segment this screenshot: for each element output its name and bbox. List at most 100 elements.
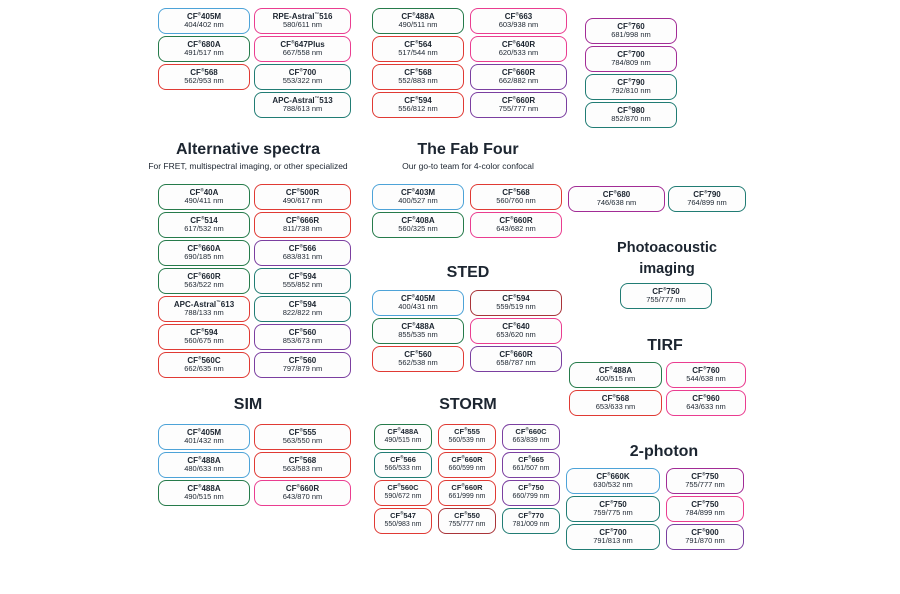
dye-value: 580/611 nm bbox=[282, 20, 323, 30]
dye-name: CF®660C bbox=[515, 426, 547, 437]
section-title-alternative-spectra: Alternative spectra bbox=[175, 141, 321, 158]
dye-name: RPE-Astral™516 bbox=[272, 11, 333, 21]
dye-name: CF®660R bbox=[285, 483, 320, 493]
dye-name: CF®980 bbox=[617, 105, 645, 115]
dye-value: 491/517 nm bbox=[184, 48, 224, 58]
dye-value: 792/810 nm bbox=[611, 86, 651, 96]
dye-name: CF®408A bbox=[401, 215, 435, 225]
dye-value: 661/999 nm bbox=[448, 493, 486, 501]
dye-name: CF®566 bbox=[390, 454, 416, 465]
section-subtitle-alternative-spectra: For FRET, multispectral imaging, or othe… bbox=[148, 161, 348, 171]
dye-value: 662/882 nm bbox=[498, 76, 539, 86]
dye-name: CF®790 bbox=[617, 77, 645, 87]
dye-value: 852/870 nm bbox=[611, 114, 651, 124]
section-header-storm: STORM bbox=[368, 396, 568, 414]
section-header-sted: STED bbox=[368, 264, 568, 282]
dye-value: 630/532 nm bbox=[593, 480, 633, 490]
dye-name: CF®700 bbox=[288, 67, 317, 77]
dye-value: 517/544 nm bbox=[398, 48, 438, 58]
section-title-tirf: TIRF bbox=[647, 337, 683, 354]
dye-name: CF®700 bbox=[599, 527, 627, 537]
dye-value: 681/998 nm bbox=[611, 30, 651, 40]
dye-value: 746/638 nm bbox=[596, 198, 637, 208]
dye-name: CF®660R bbox=[499, 349, 533, 359]
section-title-fab-four: The Fab Four bbox=[417, 141, 519, 158]
dye-name: CF®680A bbox=[187, 39, 221, 49]
dye-name: CF®960 bbox=[692, 393, 720, 403]
dye-name: APC-Astral™513 bbox=[272, 95, 333, 105]
dye-value: 555/852 nm bbox=[282, 280, 323, 290]
dye-name: CF®700 bbox=[617, 49, 645, 59]
dye-value: 563/550 nm bbox=[282, 436, 323, 446]
dye-value: 764/899 nm bbox=[687, 198, 727, 208]
dye-name: CF®40A bbox=[189, 187, 219, 197]
dye-name: CF®568 bbox=[502, 187, 530, 197]
dye-value: 643/870 nm bbox=[282, 492, 323, 502]
dye-value: 755/777 nm bbox=[448, 521, 486, 529]
dye-value: 690/185 nm bbox=[184, 252, 224, 262]
dye-name: CF®760 bbox=[617, 21, 645, 31]
dye-name: CF®488A bbox=[187, 483, 221, 493]
dye-value: 400/431 nm bbox=[398, 302, 438, 312]
dye-name: CF®564 bbox=[404, 39, 432, 49]
dye-name: CF®594 bbox=[288, 299, 317, 309]
dye-value: 661/507 nm bbox=[512, 465, 550, 473]
dye-value: 560/325 nm bbox=[398, 224, 438, 234]
dye-value: 490/511 nm bbox=[398, 20, 438, 30]
dye-name: CF®568 bbox=[601, 393, 630, 403]
section-header-sim: SIM bbox=[140, 396, 356, 414]
dye-name: CF®560C bbox=[187, 355, 221, 365]
dye-value: 590/672 nm bbox=[384, 493, 422, 501]
dye-value: 755/777 nm bbox=[685, 480, 725, 490]
dye-name: CF®560 bbox=[288, 355, 317, 365]
dye-value: 755/777 nm bbox=[646, 295, 686, 305]
dye-value: 404/402 nm bbox=[184, 20, 224, 30]
dye-value: 617/532 nm bbox=[184, 224, 224, 234]
dye-value: 563/583 nm bbox=[282, 464, 323, 474]
dye-value: 560/539 nm bbox=[448, 437, 486, 445]
dye-name: CF®660R bbox=[187, 271, 221, 281]
dye-name: CF®666R bbox=[285, 215, 320, 225]
dye-value: 490/515 nm bbox=[184, 492, 224, 502]
dye-value: 400/527 nm bbox=[398, 196, 438, 206]
